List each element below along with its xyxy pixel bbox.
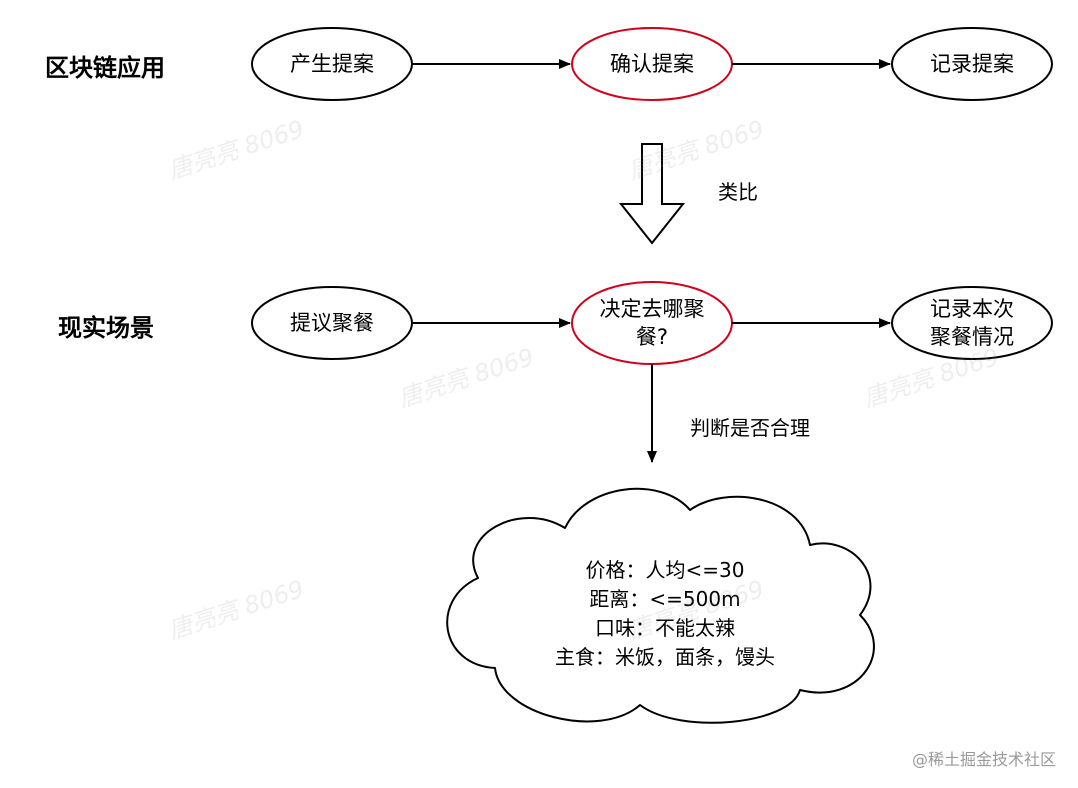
analogy-arrow xyxy=(618,143,686,245)
node-produce-proposal: 产生提案 xyxy=(252,28,412,100)
node-decide-dinner: 决定去哪聚 餐? xyxy=(572,282,732,364)
edge-label-judge: 判断是否合理 xyxy=(690,416,810,440)
node-confirm-proposal: 确认提案 xyxy=(572,28,732,100)
node-confirm-label: 确认提案 xyxy=(610,52,694,76)
node-record-shape xyxy=(891,27,1053,101)
node-produce-label: 产生提案 xyxy=(290,52,374,76)
criteria-cloud-text: 价格：人均<=30 距离：<=500m 口味：不能太辣 主食：米饭，面条，馒头 xyxy=(470,556,860,672)
criteria-line-taste: 口味：不能太辣 xyxy=(595,616,735,640)
criteria-cloud-shape xyxy=(446,487,875,724)
criteria-line-price: 价格：人均<=30 xyxy=(585,558,745,582)
node-decide-label-line2: 餐? xyxy=(635,325,669,349)
edge-label-analogy: 类比 xyxy=(718,180,758,204)
row-label-real-scene: 现实场景 xyxy=(58,314,154,342)
node-record-dinner: 记录本次 聚餐情况 xyxy=(892,287,1052,359)
node-record-label: 记录提案 xyxy=(930,52,1014,76)
node-record-dinner-shape xyxy=(891,286,1053,360)
node-decide-label-line1: 决定去哪聚 xyxy=(599,297,705,321)
criteria-line-staple: 主食：米饭，面条，馒头 xyxy=(555,645,775,669)
node-propose-dinner-label: 提议聚餐 xyxy=(290,311,374,335)
node-record-dinner-label-line2: 聚餐情况 xyxy=(930,325,1014,349)
site-credit: @稀土掘金技术社区 xyxy=(911,750,1056,769)
node-propose-dinner: 提议聚餐 xyxy=(252,287,412,359)
row-label-blockchain: 区块链应用 xyxy=(45,54,165,82)
node-record-dinner-label-line1: 记录本次 xyxy=(930,297,1014,321)
node-record-proposal: 记录提案 xyxy=(892,28,1052,100)
criteria-line-distance: 距离：<=500m xyxy=(589,587,741,611)
